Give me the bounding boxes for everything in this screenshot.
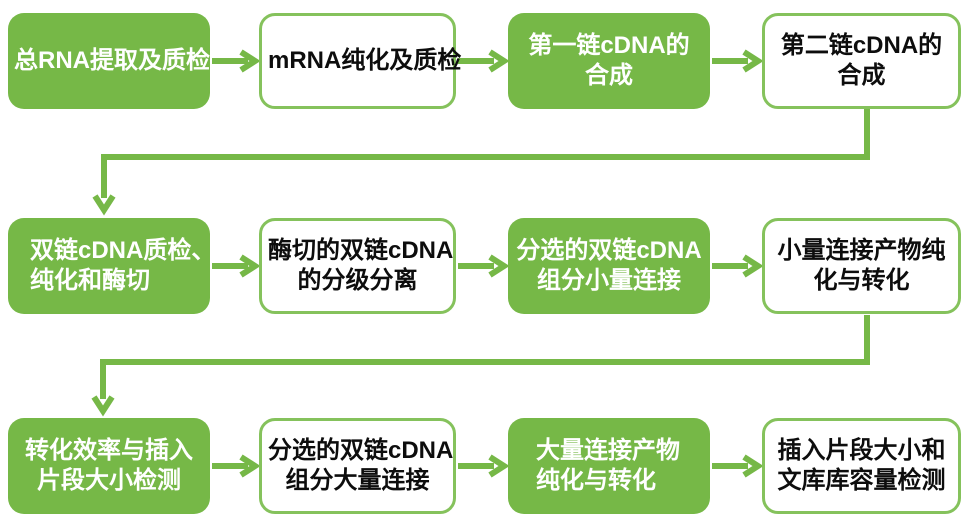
arrow-step8-step9-icon: [91, 315, 870, 417]
step-label: 第一链cDNA的: [528, 32, 690, 59]
step-box-large-scale-ligation-purification-transformation: 大量连接产物 纯化与转化: [508, 418, 710, 514]
step-label: 组分大量连接: [285, 467, 430, 494]
arrow-step4-step5-icon: [92, 109, 870, 216]
step-label: 纯化和酶切: [30, 267, 150, 294]
step-box-dscdna-qc-purification-digestion: 双链cDNA质检、 纯化和酶切: [8, 218, 216, 314]
step-label: 合成: [837, 62, 886, 89]
step-box-first-strand-cdna-synthesis: 第一链cDNA的 合成: [508, 13, 710, 109]
step-box-small-scale-ligation-purification-transformation: 小量连接产物纯 化与转化: [762, 218, 961, 314]
arrow-step1-step2-icon: [212, 49, 261, 73]
step-box-digested-dscdna-fractionation: 酶切的双链cDNA 的分级分离: [259, 218, 456, 314]
arrow-step5-step6-icon: [212, 254, 261, 278]
step-label: 组分小量连接: [537, 267, 681, 294]
arrow-step10-step11-icon: [458, 454, 510, 478]
arrow-step7-step8-icon: [712, 254, 764, 278]
step-label: 总RNA提取及质检: [14, 47, 210, 74]
step-box-selected-dscdna-small-scale-ligation: 分选的双链cDNA 组分小量连接: [508, 218, 710, 314]
step-box-transformation-efficiency-insert-size-test: 转化效率与插入 片段大小检测: [8, 418, 210, 514]
step-box-insert-size-library-capacity-test: 插入片段大小和 文库库容量检测: [762, 418, 961, 514]
arrow-step11-step12-icon: [712, 454, 764, 478]
step-label: 小量连接产物纯: [777, 237, 946, 264]
step-box-total-rna-extraction-qc: 总RNA提取及质检: [8, 13, 210, 109]
step-label: 合成: [585, 62, 633, 89]
step-label: 转化效率与插入: [25, 437, 193, 464]
step-label: 纯化与转化: [536, 467, 656, 494]
step-label: 分选的双链cDNA: [516, 237, 702, 264]
step-label: 文库库容量检测: [777, 467, 946, 494]
step-label: 分选的双链cDNA: [268, 437, 454, 464]
step-label: 的分级分离: [297, 267, 418, 294]
step-label: 大量连接产物: [536, 437, 680, 464]
arrow-step6-step7-icon: [458, 254, 510, 278]
step-label: 插入片段大小和: [777, 437, 946, 464]
step-label: 化与转化: [813, 267, 910, 294]
step-label: 第二链cDNA的: [780, 32, 943, 59]
step-label: mRNA纯化及质检: [268, 47, 462, 74]
arrow-step3-step4-icon: [712, 49, 764, 73]
step-label: 酶切的双链cDNA: [268, 237, 454, 264]
step-box-mrna-purification-qc: mRNA纯化及质检: [259, 13, 462, 109]
arrow-step2-step3-icon: [458, 49, 510, 73]
step-label: 片段大小检测: [37, 467, 181, 494]
arrow-step9-step10-icon: [212, 454, 261, 478]
step-box-second-strand-cdna-synthesis: 第二链cDNA的 合成: [762, 13, 961, 109]
step-box-selected-dscdna-large-scale-ligation: 分选的双链cDNA 组分大量连接: [259, 418, 456, 514]
step-label: 双链cDNA质检、: [30, 237, 216, 264]
